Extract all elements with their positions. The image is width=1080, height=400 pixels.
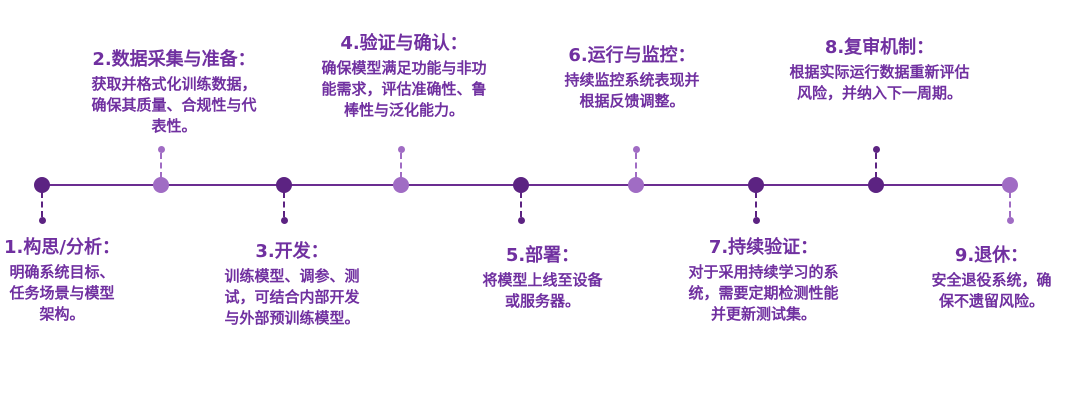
item-body: 持续监控系统表现并根据反馈调整。 <box>564 71 700 111</box>
timeline-dot-3 <box>276 177 292 193</box>
item-title: 4.验证与确认： <box>340 33 468 54</box>
item-body: 将模型上线至设备或服务器。 <box>482 271 603 311</box>
timeline-item-7-continuous-validation: 7.持续验证： 对于采用持续学习的系统，需要定期检测性能并更新测试集。 <box>686 236 841 325</box>
timeline-dot-1 <box>34 177 50 193</box>
connector-dashed-line <box>755 192 757 217</box>
timeline-dot-9 <box>1002 177 1018 193</box>
item-title: 9.退休： <box>954 245 1029 266</box>
connector-4 <box>397 146 405 178</box>
item-body: 确保模型满足功能与非功能需求，评估准确性、鲁棒性与泛化能力。 <box>321 59 487 120</box>
connector-endpoint-dot <box>397 146 405 153</box>
connector-dashed-line <box>400 153 402 178</box>
item-body: 获取并格式化训练数据，确保其质量、合规性与代表性。 <box>91 75 257 136</box>
item-title: 6.运行与监控： <box>568 45 696 66</box>
timeline-dot-2 <box>153 177 169 193</box>
connector-endpoint-dot <box>752 217 760 224</box>
connector-2 <box>157 146 165 178</box>
timeline-dot-8 <box>868 177 884 193</box>
item-body: 根据实际运行数据重新评估风险，并纳入下一周期。 <box>789 63 970 103</box>
timeline-item-4-verification: 4.验证与确认： 确保模型满足功能与非功能需求，评估准确性、鲁棒性与泛化能力。 <box>319 32 489 121</box>
connector-dashed-line <box>283 192 285 217</box>
item-title: 8.复审机制： <box>824 37 935 58</box>
timeline-dot-4 <box>393 177 409 193</box>
connector-endpoint-dot <box>1006 217 1014 224</box>
item-title: 3.开发： <box>255 241 329 262</box>
item-body: 对于采用持续学习的系统，需要定期检测性能并更新测试集。 <box>688 263 839 324</box>
item-body: 明确系统目标、任务场景与模型架构。 <box>9 263 115 324</box>
connector-endpoint-dot <box>517 217 525 224</box>
item-title: 2.数据采集与准备： <box>92 49 256 70</box>
timeline-dot-5 <box>513 177 529 193</box>
connector-6 <box>632 146 640 178</box>
connector-1 <box>38 192 46 224</box>
timeline-item-5-deployment: 5.部署： 将模型上线至设备或服务器。 <box>480 244 605 312</box>
connector-dashed-line <box>875 153 877 178</box>
connector-endpoint-dot <box>157 146 165 153</box>
item-title: 5.部署： <box>505 245 580 266</box>
connector-dashed-line <box>520 192 522 217</box>
timeline-dot-7 <box>748 177 764 193</box>
connector-endpoint-dot <box>280 217 288 224</box>
connector-5 <box>517 192 525 224</box>
connector-dashed-line <box>160 153 162 178</box>
timeline-item-2-data-collection: 2.数据采集与准备： 获取并格式化训练数据，确保其质量、合规性与代表性。 <box>89 48 259 137</box>
timeline-item-8-review-mechanism: 8.复审机制： 根据实际运行数据重新评估风险，并纳入下一周期。 <box>787 36 972 104</box>
item-body: 安全退役系统，确保不遗留风险。 <box>931 271 1052 311</box>
connector-7 <box>752 192 760 224</box>
connector-8 <box>872 146 880 178</box>
connector-endpoint-dot <box>38 217 46 224</box>
timeline-dot-6 <box>628 177 644 193</box>
connector-dashed-line <box>41 192 43 217</box>
timeline-item-3-development: 3.开发： 训练模型、调参、测试，可结合内部开发与外部预训练模型。 <box>222 240 362 329</box>
item-title: 7.持续验证： <box>708 237 819 258</box>
timeline-item-6-operation-monitoring: 6.运行与监控： 持续监控系统表现并根据反馈调整。 <box>562 44 702 112</box>
item-title: 1.构思/分析： <box>4 237 120 258</box>
timeline-item-9-retirement: 9.退休： 安全退役系统，确保不遗留风险。 <box>929 244 1054 312</box>
item-body: 训练模型、调参、测试，可结合内部开发与外部预训练模型。 <box>224 267 360 328</box>
timeline-item-1-conception: 1.构思/分析： 明确系统目标、任务场景与模型架构。 <box>4 236 120 325</box>
connector-dashed-line <box>635 153 637 178</box>
connector-9 <box>1006 192 1014 224</box>
connector-dashed-line <box>1009 192 1011 217</box>
connector-endpoint-dot <box>872 146 880 153</box>
connector-endpoint-dot <box>632 146 640 153</box>
connector-3 <box>280 192 288 224</box>
